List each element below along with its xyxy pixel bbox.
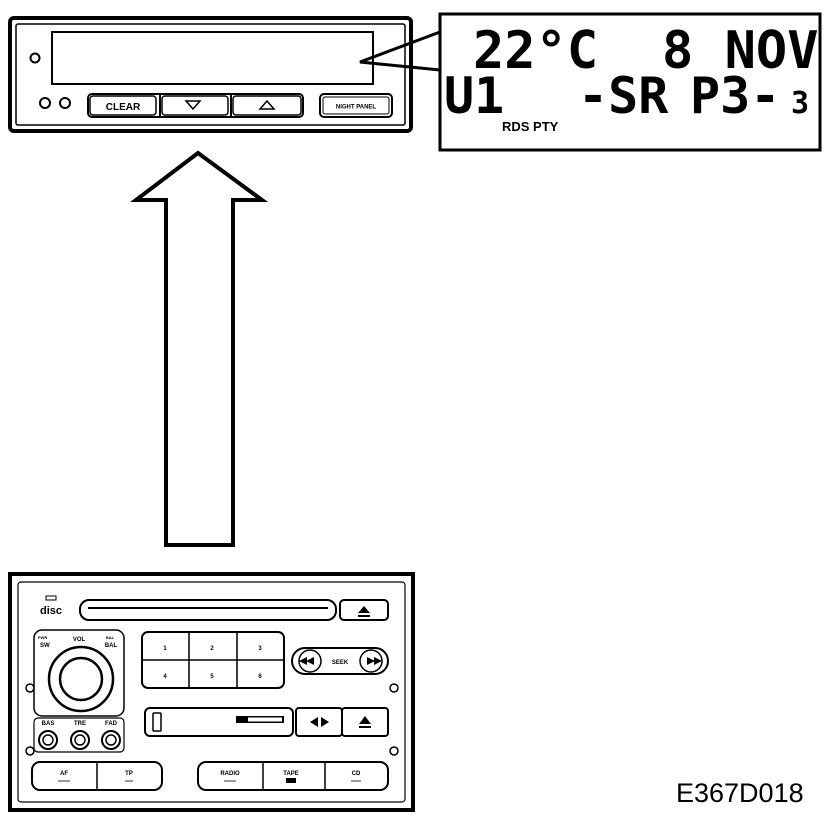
tape-eject-button[interactable] xyxy=(341,707,389,737)
treble-knob[interactable] xyxy=(70,730,90,750)
preset-button-3[interactable]: 3 xyxy=(258,646,262,652)
fad-label: FAD xyxy=(105,721,118,727)
volume-knob[interactable] xyxy=(47,645,115,713)
knob-icon xyxy=(59,97,71,109)
svg-text:1: 1 xyxy=(163,646,167,652)
screw-icon xyxy=(389,746,399,756)
bal-label: BAL xyxy=(105,643,118,649)
fader-knob[interactable] xyxy=(101,730,121,750)
svg-text:5: 5 xyxy=(210,674,214,680)
tp-label: TP xyxy=(125,771,133,777)
lcd-preset: P3- xyxy=(690,67,780,125)
radio-label: RADIO xyxy=(220,771,240,777)
fast-forward-icon xyxy=(367,657,382,665)
lcd-indicators: RDS PTY xyxy=(502,119,559,134)
eject-icon xyxy=(359,716,371,728)
lcd-zoom: 22°C 8 NOV U1 -SR P3- 3 RDS PTY xyxy=(438,12,822,152)
lcd-sr: -SR xyxy=(578,67,669,125)
tp-button[interactable]: TP xyxy=(125,771,133,782)
svg-text:6: 6 xyxy=(258,674,262,680)
down-button[interactable] xyxy=(161,95,229,116)
clear-button-label: CLEAR xyxy=(106,102,141,113)
bas-label: BAS xyxy=(42,721,55,727)
af-label: AF xyxy=(60,771,68,777)
svg-text:2: 2 xyxy=(210,646,214,652)
knob-icon xyxy=(39,97,51,109)
display-screen xyxy=(51,31,374,85)
preset-button-5[interactable]: 5 xyxy=(210,674,214,680)
lcd-small-digit: 3 xyxy=(791,86,809,121)
play-reverse-icon xyxy=(310,717,329,727)
rewind-icon xyxy=(299,657,314,665)
tre-label: TRE xyxy=(74,721,86,727)
screw-icon xyxy=(25,746,35,756)
preset-button-2[interactable]: 2 xyxy=(210,646,214,652)
lcd-date: 8 NOV xyxy=(662,21,819,81)
tape-slot xyxy=(144,707,294,737)
svg-text:3: 3 xyxy=(258,646,262,652)
eject-icon xyxy=(358,606,370,617)
tape-icon xyxy=(286,778,296,783)
cd-label: CD xyxy=(352,771,361,777)
up-button[interactable] xyxy=(232,95,302,116)
cd-source-button[interactable]: CD xyxy=(351,771,361,782)
lcd-band: U1 xyxy=(444,67,504,125)
preset-button-1[interactable]: 1 xyxy=(163,646,167,652)
screw-icon xyxy=(25,683,35,693)
screw-icon xyxy=(29,52,41,64)
tape-label: TAPE xyxy=(283,771,299,777)
seek-rocker[interactable]: SEEK xyxy=(291,647,389,675)
tape-direction-button[interactable] xyxy=(295,707,343,737)
disc-logo: disc xyxy=(40,605,62,617)
clear-button[interactable]: CLEAR xyxy=(89,95,157,116)
radio-source-button[interactable]: RADIO xyxy=(220,771,240,782)
preset-buttons: 1 2 3 4 5 6 xyxy=(141,631,285,689)
svg-text:4: 4 xyxy=(163,674,167,680)
night-panel-label: NIGHT PANEL xyxy=(336,105,377,111)
triangle-down-icon xyxy=(184,100,202,111)
screw-icon xyxy=(389,683,399,693)
lcd-temperature: 22°C xyxy=(473,21,598,81)
sw-label: SW xyxy=(40,643,50,649)
seek-label: SEEK xyxy=(332,660,349,666)
figure-code: E367D018 xyxy=(676,778,804,808)
af-button[interactable]: AF xyxy=(58,771,70,782)
cd-eject-button[interactable] xyxy=(339,599,389,621)
triangle-up-icon xyxy=(258,99,276,110)
preset-button-4[interactable]: 4 xyxy=(163,674,167,680)
cd-slot xyxy=(79,599,337,621)
pwr-label: PWR xyxy=(38,635,47,640)
night-panel-button[interactable]: NIGHT PANEL xyxy=(319,93,393,118)
callout-pointer xyxy=(359,30,441,72)
tape-source-button[interactable]: TAPE xyxy=(283,771,299,783)
led-icon xyxy=(45,595,57,601)
bass-knob[interactable] xyxy=(38,730,58,750)
arrow-up-icon xyxy=(130,150,269,547)
info-display-panel: CLEAR NIGHT PANEL xyxy=(8,16,413,133)
bal-label-small: BAL xyxy=(106,635,115,640)
vol-label: VOL xyxy=(73,637,86,643)
preset-button-6[interactable]: 6 xyxy=(258,674,262,680)
radio-head-unit: disc PWR SW VOL BAL BAL 1 2 xyxy=(8,572,415,812)
